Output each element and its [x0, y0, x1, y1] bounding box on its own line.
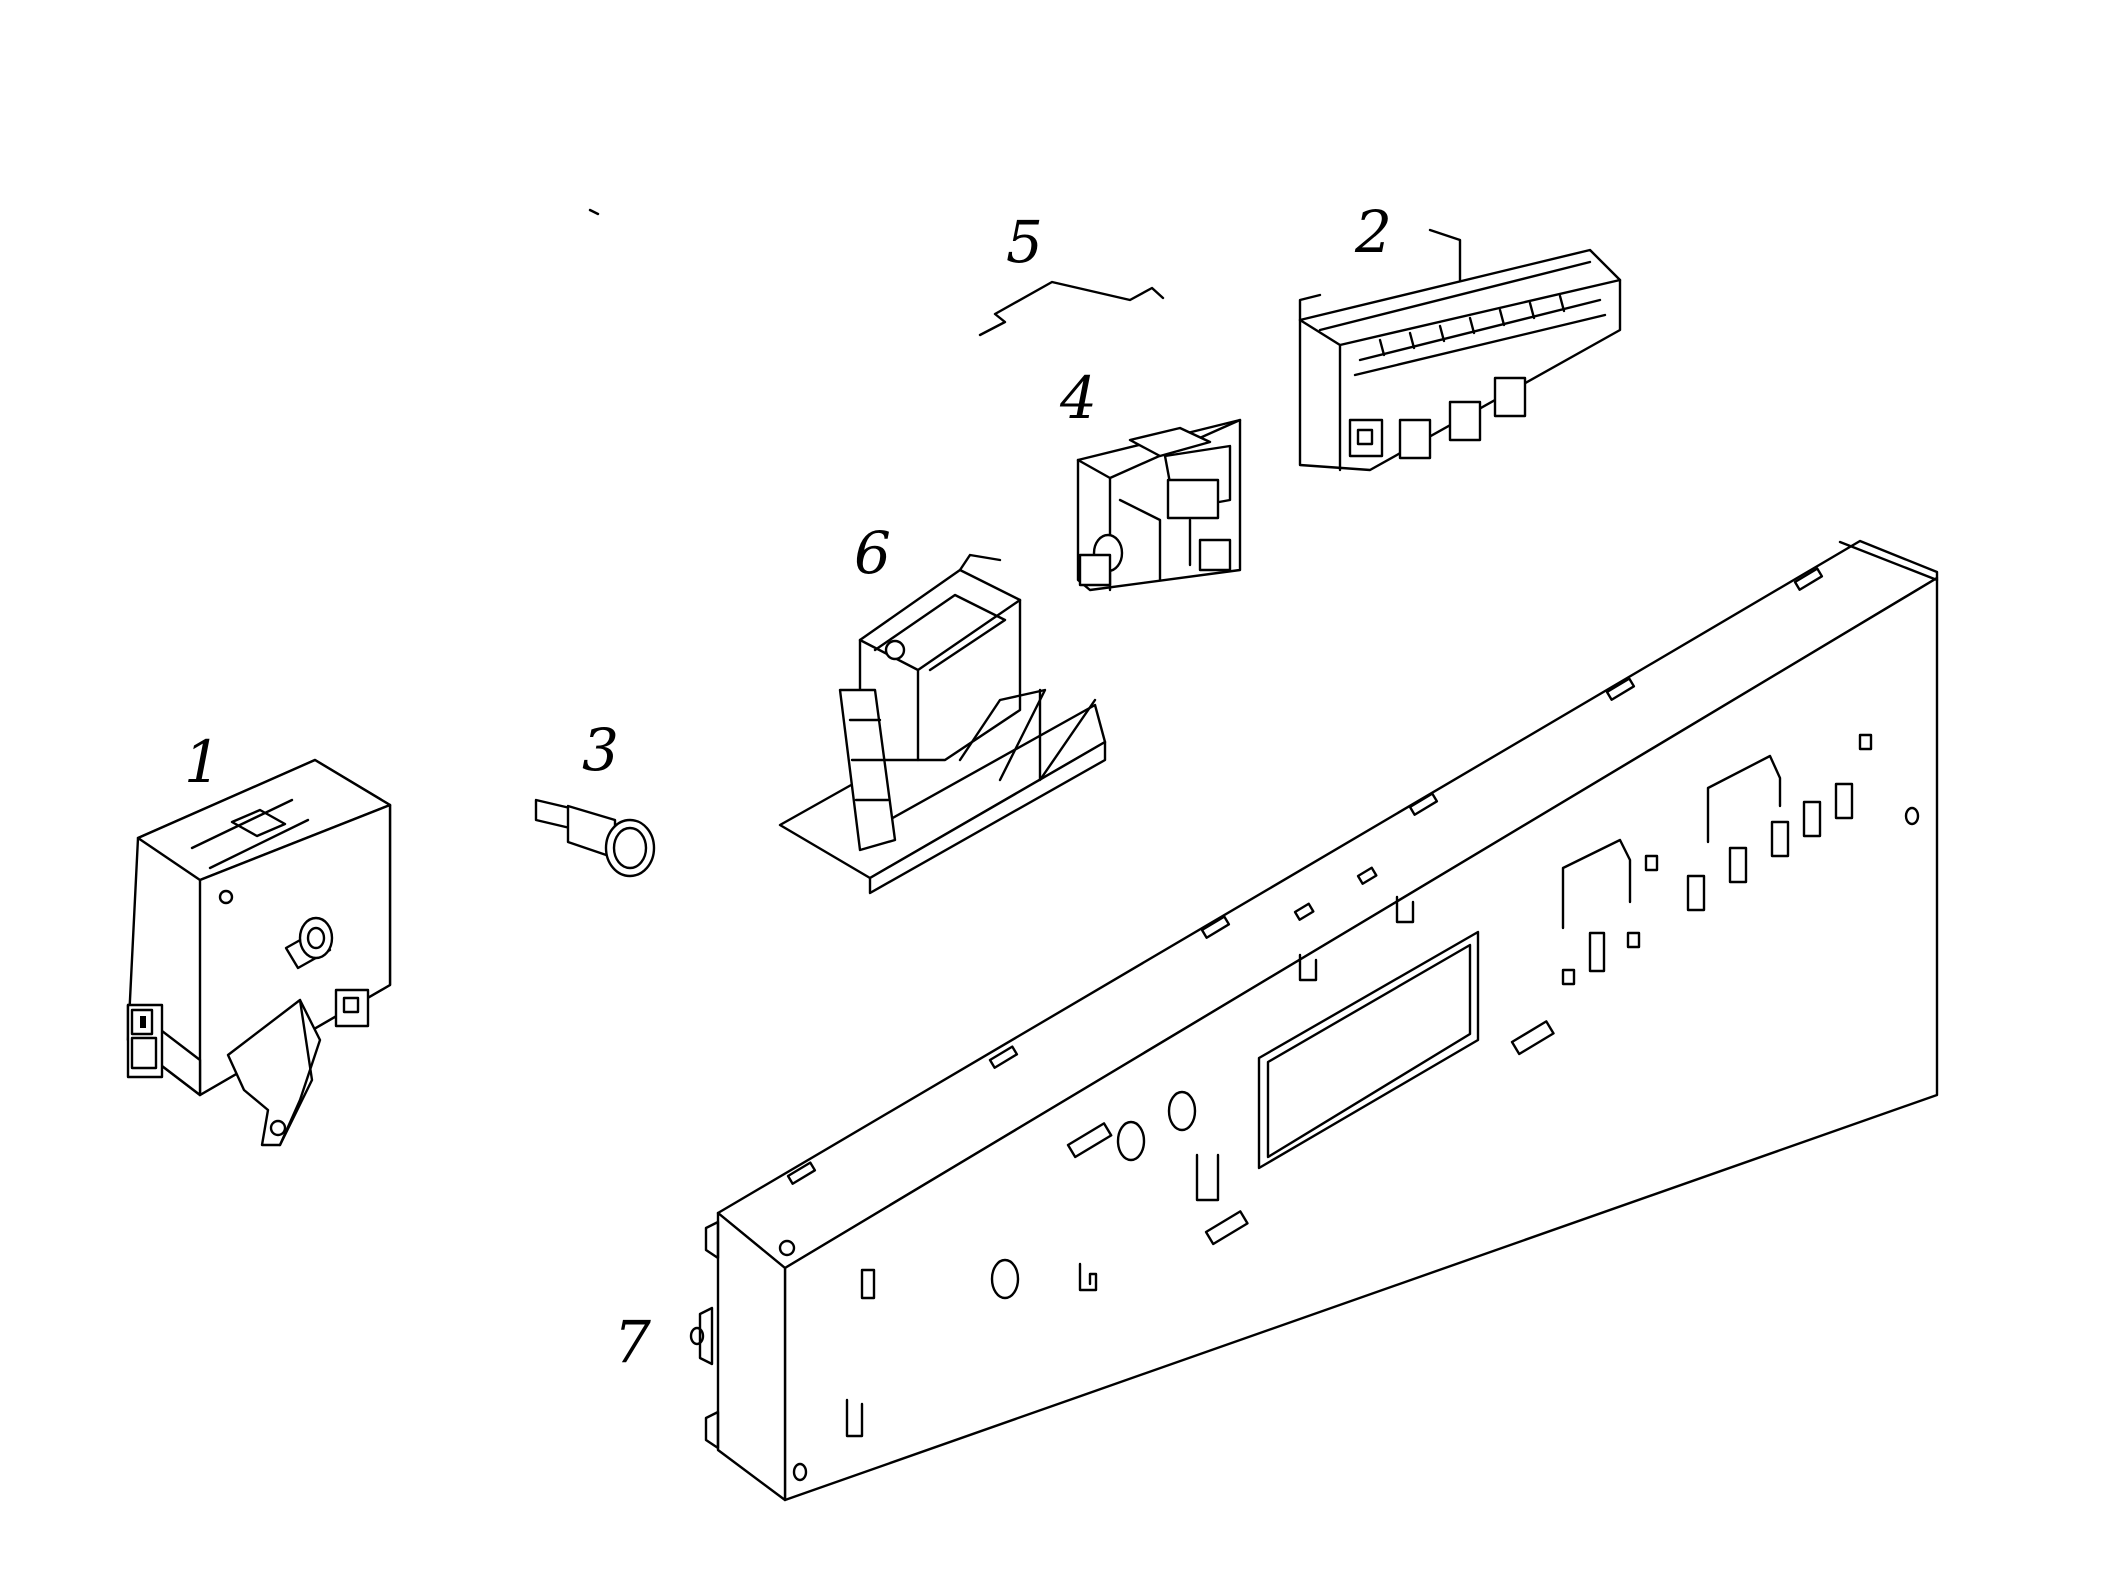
part-4-switch [1076, 418, 1242, 592]
part-3-label: 3 [582, 716, 619, 784]
part-5-label: 5 [1006, 208, 1043, 276]
part-7-control-panel [689, 539, 1939, 1502]
part-2-label: 2 [1354, 198, 1392, 266]
part-7-label: 7 [614, 1308, 651, 1376]
display-window [1257, 930, 1480, 1170]
part-4-label: 4 [1059, 364, 1097, 432]
part-6-button-holder [778, 553, 1107, 895]
part-5-spring-wire [978, 280, 1165, 337]
part-6-label: 6 [854, 519, 891, 587]
part-1-label: 1 [184, 728, 221, 796]
part-2-button-switch-bank [1298, 228, 1622, 472]
stray-mark [588, 208, 600, 216]
part-3-indicator-lamp [534, 798, 656, 878]
part-1-timer-unit [126, 758, 392, 1147]
panel-top-slots [786, 567, 1824, 1185]
